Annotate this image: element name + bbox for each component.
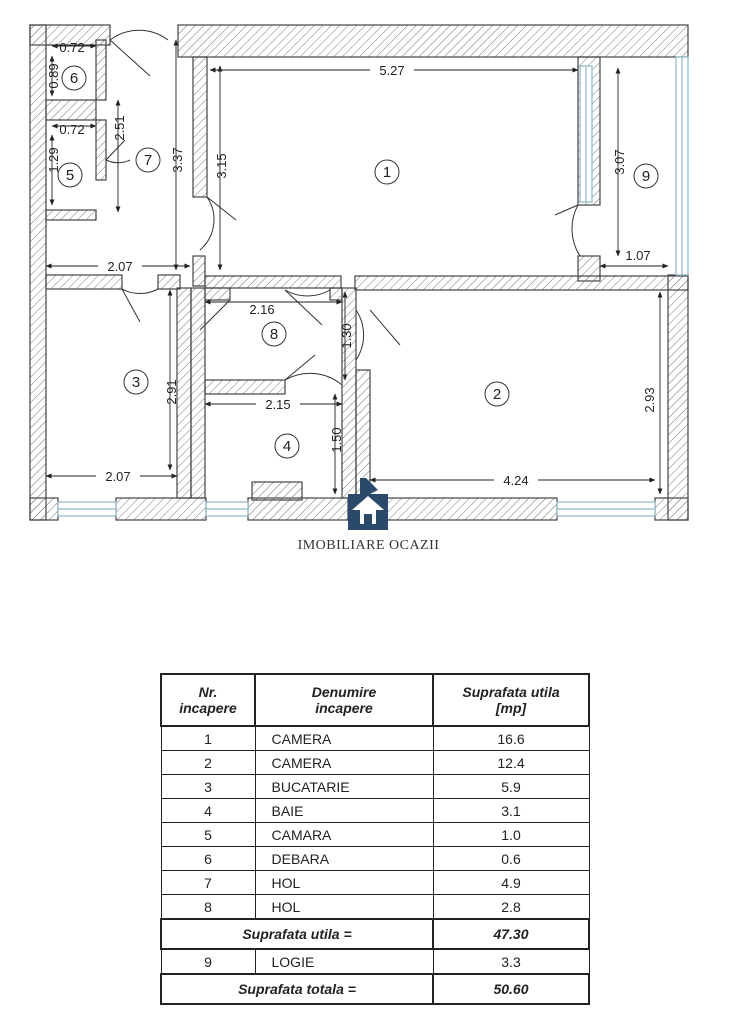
room-3-marker (123, 369, 149, 395)
dim-label: 2.07 (107, 259, 132, 274)
dim-label: 5.27 (379, 63, 404, 78)
room-number: 7 (144, 152, 152, 169)
room-number: 4 (283, 438, 291, 455)
windows (57, 56, 689, 517)
grand-total-label: Suprafata totala = (160, 973, 434, 1005)
room-numbers: 1 2 3 4 5 6 7 8 9 (66, 70, 650, 455)
dim-label: 0.72 (59, 122, 84, 137)
grand-total-value: 50.60 (432, 973, 590, 1005)
room-9-marker (633, 163, 659, 189)
dim-label: 3.07 (612, 149, 627, 174)
logo-house-icon (348, 478, 388, 530)
room-number: 2 (493, 386, 501, 403)
floor-plan: 5.27 0.72 0.72 0.89 1.29 2.51 3.37 3.15 … (29, 24, 689, 530)
room-7-marker (135, 147, 161, 173)
dim-label: 3.37 (170, 147, 185, 172)
room-1-marker (374, 159, 400, 185)
dim-label: 2.93 (642, 387, 657, 412)
grand-total-row: Suprafata totala = 50.60 (160, 973, 590, 1005)
room-number: 8 (270, 326, 278, 343)
brand-name: IMOBILIARE OCAZII (297, 538, 440, 553)
col-header-nr: Nr.incapere (160, 673, 256, 727)
dim-label: 2.91 (164, 379, 179, 404)
dim-label: 4.24 (503, 473, 528, 488)
room-number: 6 (70, 70, 78, 87)
dim-label: 2.15 (265, 397, 290, 412)
room-5-marker (57, 162, 83, 188)
dimension-labels: 5.27 0.72 0.72 0.89 1.29 2.51 3.37 3.15 … (46, 40, 657, 488)
useful-total-label: Suprafata utila = (160, 918, 434, 950)
dim-label: 1.07 (625, 248, 650, 263)
room-6-marker (61, 65, 87, 91)
room-2-marker (484, 381, 510, 407)
dim-label: 0.72 (59, 40, 84, 55)
dim-label: 2.51 (112, 115, 127, 140)
room-4-marker (274, 433, 300, 459)
room-number: 3 (132, 374, 140, 391)
dim-label: 3.15 (214, 153, 229, 178)
room-number: 5 (66, 167, 74, 184)
dim-label: 0.89 (46, 63, 61, 88)
col-header-area: Suprafata utila[mp] (432, 673, 590, 727)
room-number: 9 (642, 168, 650, 185)
dim-label: 1.29 (46, 147, 61, 172)
dim-label: 1.50 (329, 427, 344, 452)
useful-total-value: 47.30 (432, 918, 590, 950)
room-number: 1 (383, 164, 391, 181)
dim-label: 1.30 (339, 323, 354, 348)
room-labels (57, 65, 659, 459)
dim-label: 2.16 (249, 302, 274, 317)
useful-total-row: Suprafata utila = 47.30 (160, 918, 590, 950)
dim-label: 2.07 (105, 469, 130, 484)
room-8-marker (261, 321, 287, 347)
